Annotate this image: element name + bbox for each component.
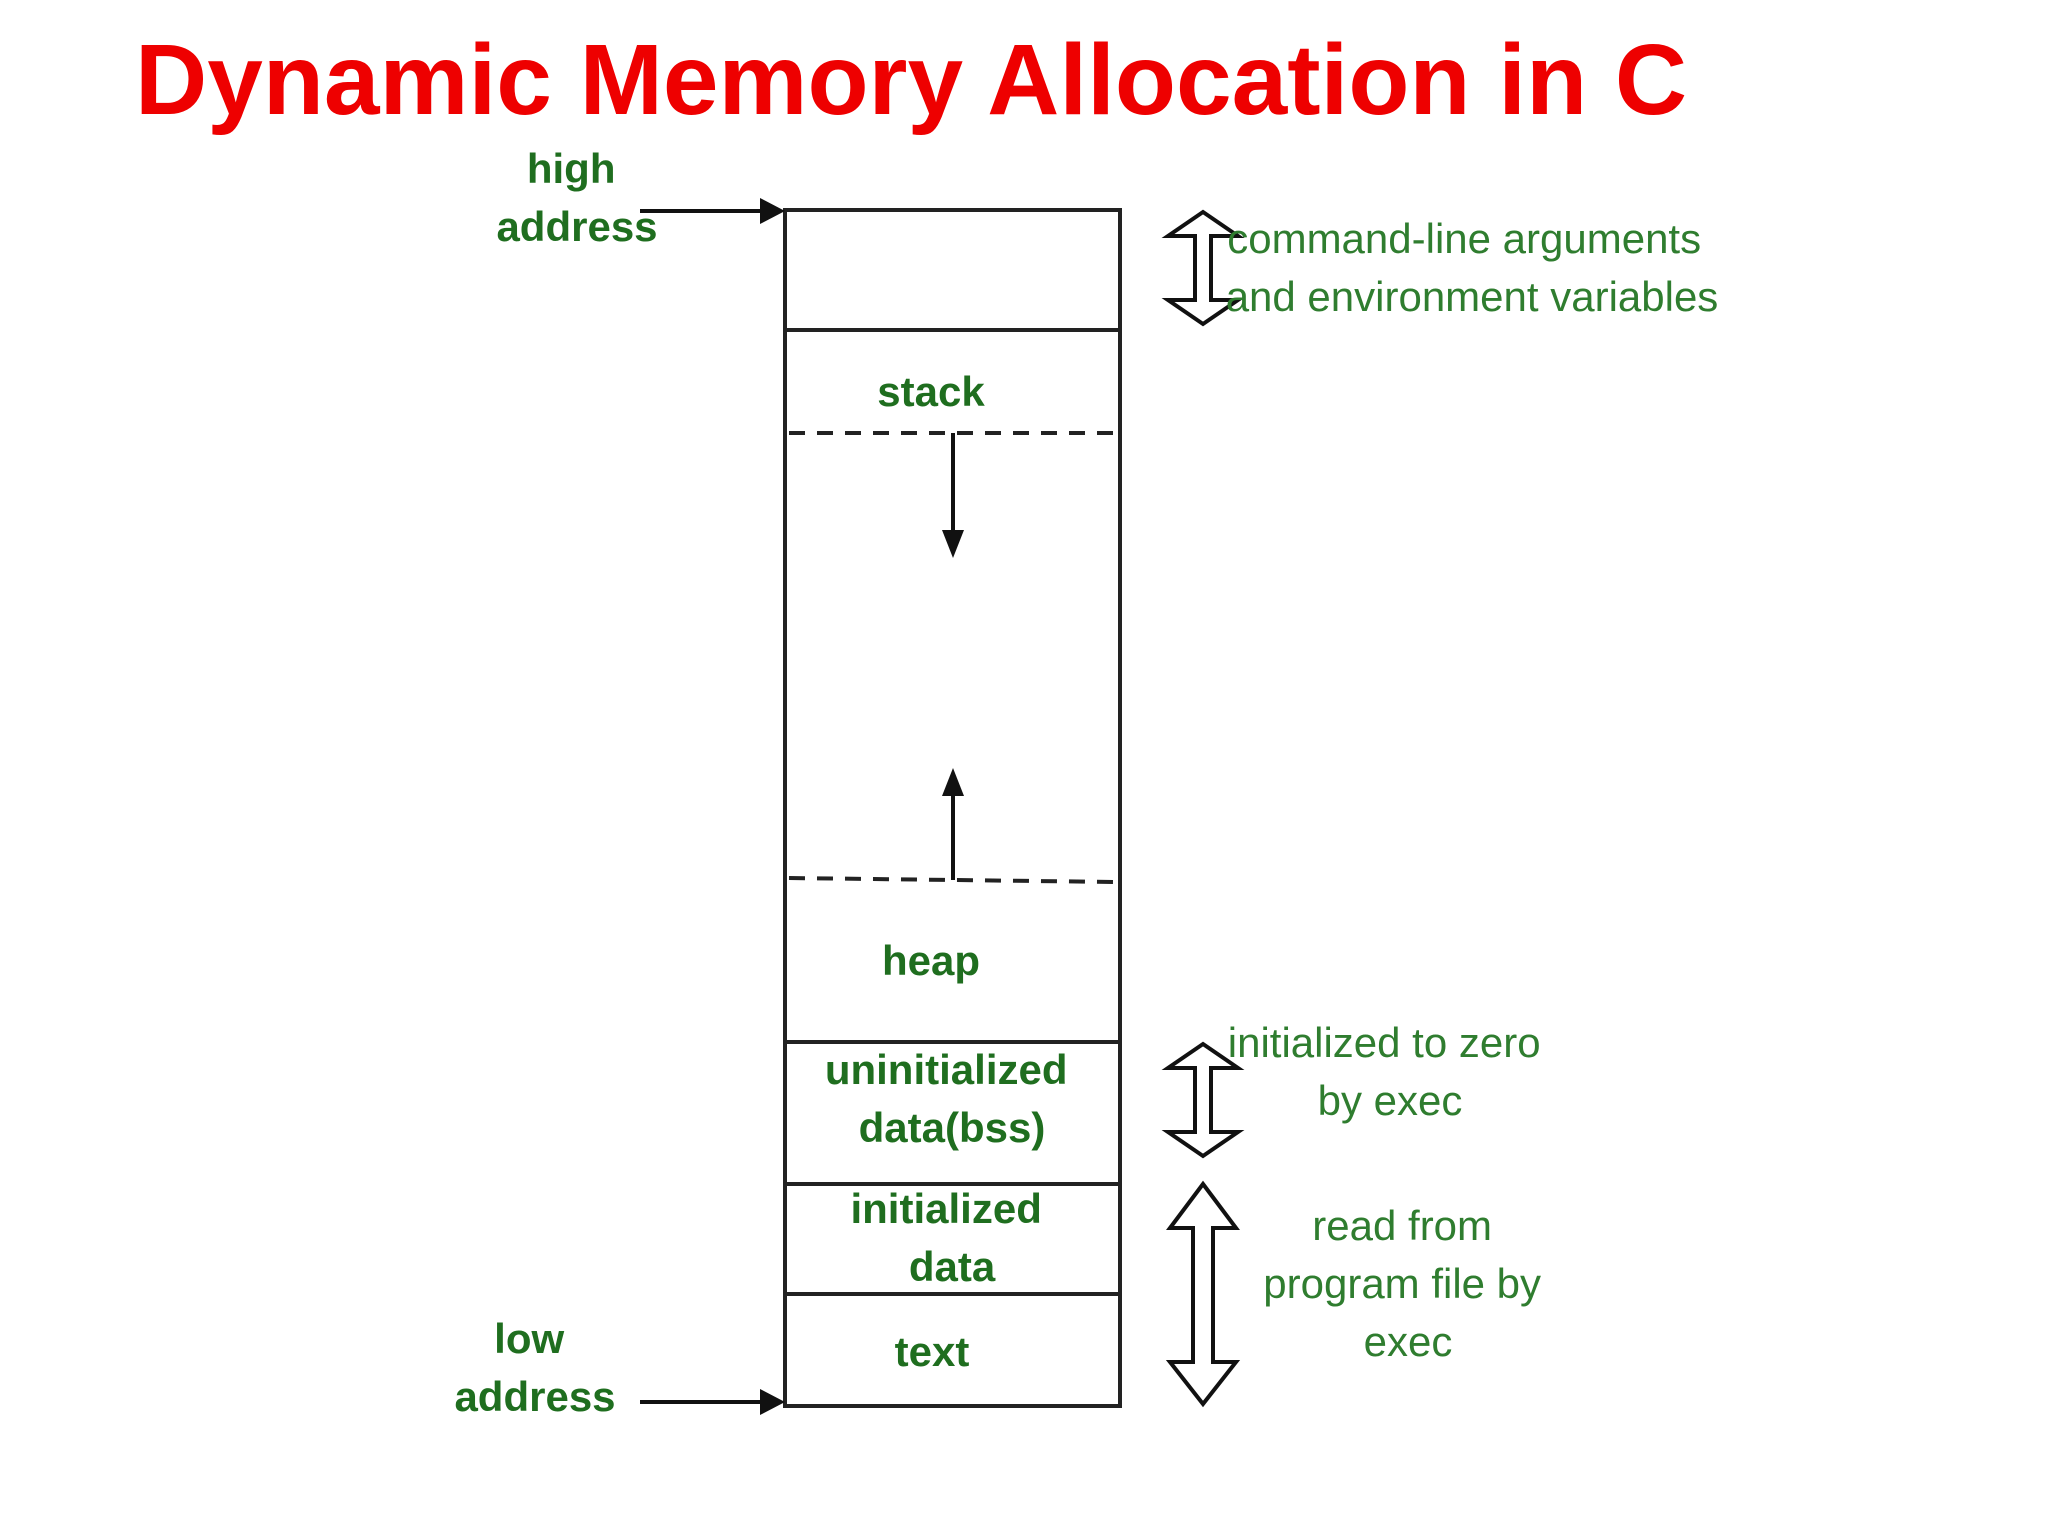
bss-annotation: initialized to zero by exec	[1228, 1019, 1553, 1124]
stack-label: stack	[877, 368, 985, 415]
low-address-label: low address	[454, 1315, 615, 1420]
initialized-data-label: initialized data	[850, 1185, 1053, 1290]
args-range-double-arrow	[1161, 209, 1245, 327]
args-env-segment	[783, 208, 1122, 332]
stack-growth-down-arrow	[942, 433, 964, 558]
bss-range-double-arrow	[1161, 1041, 1245, 1159]
program-file-annotation: read from program file by exec	[1263, 1202, 1552, 1365]
high-address-label: high address	[496, 145, 657, 250]
args-env-annotation: command-line arguments and environment v…	[1226, 215, 1719, 320]
program-range-double-arrow	[1165, 1180, 1241, 1408]
heap-growth-up-arrow	[942, 768, 964, 880]
low-address-arrow	[640, 1389, 785, 1415]
slide-title: Dynamic Memory Allocation in C	[135, 24, 1688, 136]
text-segment	[783, 1292, 1122, 1408]
bss-label: uninitialized data(bss)	[825, 1046, 1079, 1151]
heap-label: heap	[882, 937, 980, 984]
high-address-arrow	[640, 198, 785, 224]
text-segment-label: text	[895, 1328, 970, 1375]
